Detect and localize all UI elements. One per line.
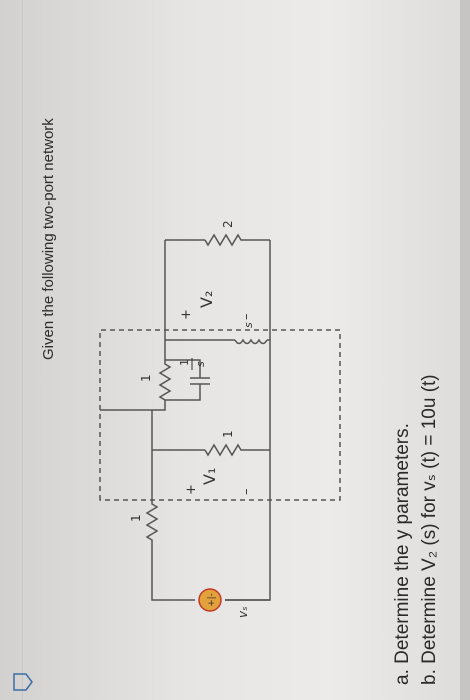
v2-minus: – <box>239 314 254 321</box>
source-sign: +|- <box>207 593 217 607</box>
v1-plus: + <box>184 484 199 495</box>
resistor-shunt <box>204 443 250 457</box>
inductor-coil <box>234 338 268 345</box>
v1-label: V₁ <box>200 468 219 485</box>
capacitor-plates <box>190 377 210 385</box>
cap-numerator: 1 <box>178 359 191 366</box>
r-shunt-label: 1 <box>221 430 235 438</box>
two-port-dashed-box <box>99 329 341 501</box>
wire-bottom-left <box>225 370 271 601</box>
v1-minus: – <box>239 489 254 496</box>
voltage-source-icon <box>198 588 222 612</box>
r-series-left-label: 1 <box>129 514 143 522</box>
wire-top-left <box>151 565 195 601</box>
r-load-label: 2 <box>221 220 235 228</box>
wire-cap-branch <box>165 384 201 401</box>
margin-rule <box>22 0 23 700</box>
resistor-top <box>158 360 172 401</box>
v2-plus: + <box>179 309 194 320</box>
question-a: a. Determine the y parameters. <box>392 423 413 685</box>
wire-rc-top <box>152 400 166 411</box>
source-label: vₛ <box>236 606 250 618</box>
resistor-left-series <box>145 478 159 565</box>
wire-cap-right <box>165 359 201 378</box>
cap-denominator: s <box>194 361 207 367</box>
v2-label: V₂ <box>197 291 216 308</box>
page-edge <box>460 0 470 700</box>
wire-inductor-bottom <box>267 339 271 370</box>
bookmark-icon <box>13 673 33 691</box>
question-b: b. Determine V₂ (s) for vₛ (t) = 10u (t) <box>419 374 440 685</box>
resistor-load <box>204 233 250 247</box>
r-top-label: 1 <box>139 374 153 382</box>
inductor-label: s <box>242 322 255 328</box>
